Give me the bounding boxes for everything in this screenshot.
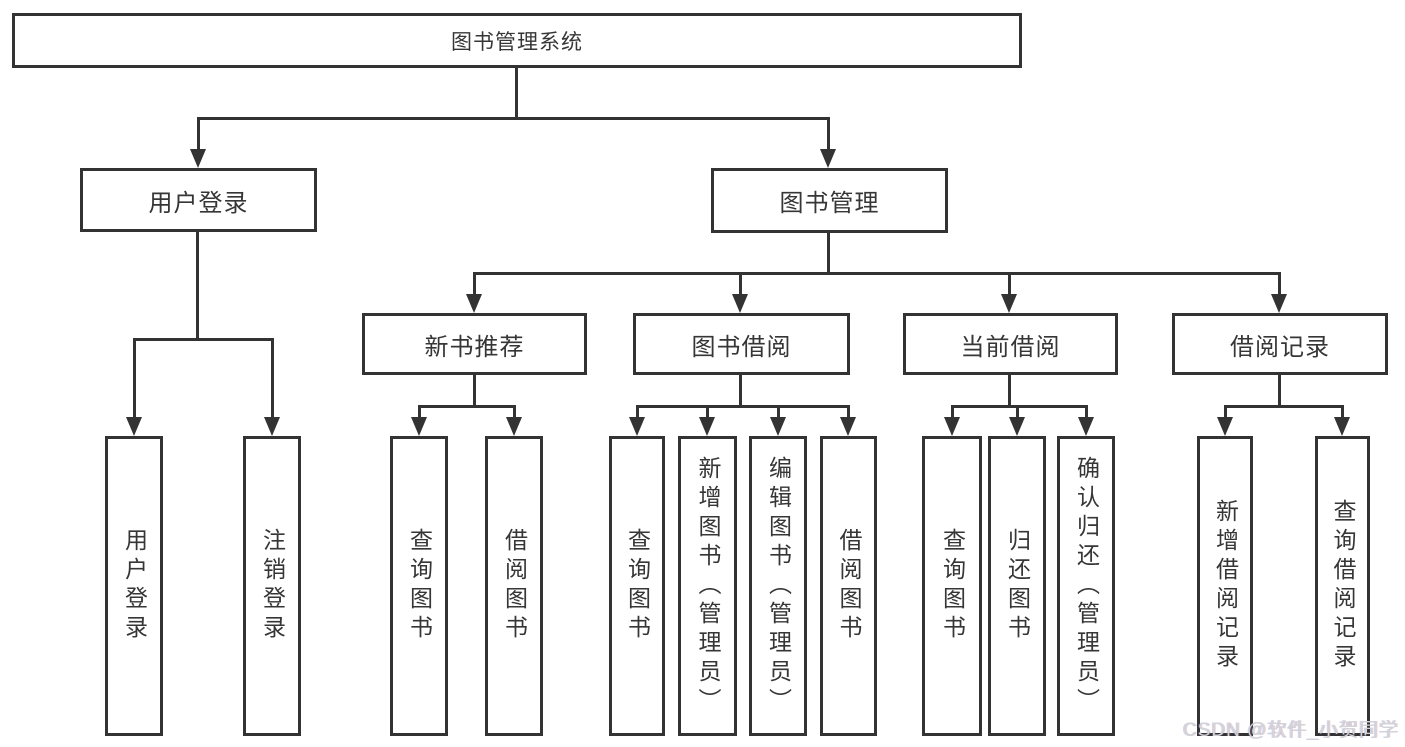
arrow-shaft bbox=[636, 405, 639, 419]
node-current-borrow: 当前借阅 bbox=[903, 313, 1118, 375]
arrow-shaft bbox=[1085, 405, 1088, 419]
leaf-borrow-book-recommend: 借阅图书 bbox=[485, 436, 543, 736]
arrow-down-icon bbox=[1009, 417, 1025, 436]
arrow-shaft bbox=[513, 405, 516, 419]
arrow-shaft bbox=[271, 338, 274, 419]
arrow-shaft bbox=[739, 272, 742, 296]
node-label: 当前借阅 bbox=[960, 333, 1061, 361]
leaf-borrow-book: 借阅图书 bbox=[820, 436, 877, 736]
leaf-return-book: 归还图书 bbox=[988, 436, 1046, 736]
arrow-shaft bbox=[1278, 272, 1281, 296]
edge-vline bbox=[1008, 375, 1011, 406]
leaf-user-login: 用户登录 bbox=[105, 436, 163, 736]
edge-hline bbox=[197, 117, 829, 120]
arrow-down-icon bbox=[820, 149, 836, 168]
arrow-down-icon bbox=[1334, 417, 1350, 436]
arrow-down-icon bbox=[732, 294, 748, 313]
edge-vline bbox=[196, 232, 199, 339]
arrow-down-icon bbox=[190, 149, 206, 168]
arrow-shaft bbox=[1008, 272, 1011, 296]
arrow-down-icon bbox=[944, 417, 960, 436]
node-new-book-recommend: 新书推荐 bbox=[362, 313, 587, 375]
leaf-query-book-borrow: 查询图书 bbox=[609, 436, 665, 736]
leaf-query-book-recommend: 查询图书 bbox=[390, 436, 448, 736]
leaf-query-borrow-record: 查询借阅记录 bbox=[1315, 436, 1370, 736]
node-label: 查询图书 bbox=[624, 528, 651, 644]
node-label: 查询图书 bbox=[406, 528, 433, 644]
node-label: 查询图书 bbox=[939, 528, 966, 644]
node-label: 借阅记录 bbox=[1230, 333, 1330, 361]
edge-vline bbox=[739, 375, 742, 406]
node-root: 图书管理系统 bbox=[12, 13, 1022, 68]
node-label: 确认归还（管理员） bbox=[1073, 455, 1100, 717]
leaf-add-borrow-record: 新增借阅记录 bbox=[1197, 436, 1253, 736]
arrow-down-icon bbox=[264, 417, 280, 436]
node-label: 用户登录 bbox=[121, 528, 148, 644]
node-borrow-records: 借阅记录 bbox=[1172, 313, 1388, 375]
edge-vline bbox=[1278, 375, 1281, 406]
node-label: 图书借阅 bbox=[691, 333, 792, 361]
node-user-login: 用户登录 bbox=[80, 168, 317, 232]
arrow-shaft bbox=[706, 405, 709, 419]
edge-hline bbox=[1224, 405, 1343, 408]
arrow-shaft bbox=[847, 405, 850, 419]
node-label: 新书推荐 bbox=[424, 333, 525, 361]
edge-hline bbox=[133, 338, 273, 341]
arrow-shaft bbox=[1224, 405, 1227, 419]
arrow-shaft bbox=[473, 272, 476, 296]
arrow-shaft bbox=[951, 405, 954, 419]
edge-vline bbox=[827, 233, 830, 273]
node-label: 注销登录 bbox=[259, 528, 286, 644]
arrow-down-icon bbox=[126, 417, 142, 436]
node-book-borrow: 图书借阅 bbox=[633, 313, 850, 375]
node-label: 借阅图书 bbox=[836, 528, 862, 644]
edge-hline bbox=[474, 272, 1280, 275]
edge-vline bbox=[515, 68, 518, 118]
arrow-down-icon bbox=[1271, 294, 1287, 313]
arrow-down-icon bbox=[506, 417, 522, 436]
edge-hline bbox=[418, 405, 514, 408]
arrow-shaft bbox=[418, 405, 421, 419]
leaf-add-book-admin: 新增图书（管理员） bbox=[678, 436, 737, 736]
leaf-confirm-return-admin: 确认归还（管理员） bbox=[1057, 436, 1115, 736]
arrow-shaft bbox=[1341, 405, 1344, 419]
arrow-down-icon bbox=[629, 417, 645, 436]
arrow-down-icon bbox=[1078, 417, 1094, 436]
csdn-watermark: CSDN @软件_小贺同学 bbox=[1183, 720, 1399, 741]
edge-hline bbox=[636, 405, 848, 408]
arrow-down-icon bbox=[699, 417, 715, 436]
arrow-down-icon bbox=[466, 294, 482, 313]
node-label: 新增图书（管理员） bbox=[695, 455, 721, 717]
leaf-query-book-current: 查询图书 bbox=[922, 436, 982, 736]
edge-vline bbox=[473, 375, 476, 406]
node-label: 图书管理系统 bbox=[451, 30, 583, 54]
arrow-down-icon bbox=[411, 417, 427, 436]
leaf-logout: 注销登录 bbox=[243, 436, 301, 736]
node-label: 归还图书 bbox=[1004, 528, 1031, 644]
arrow-down-icon bbox=[840, 417, 856, 436]
node-label: 用户登录 bbox=[148, 189, 249, 217]
arrow-shaft bbox=[133, 338, 136, 419]
arrow-shaft bbox=[777, 405, 780, 419]
node-label: 编辑图书（管理员） bbox=[765, 455, 792, 717]
arrow-shaft bbox=[197, 117, 200, 151]
arrow-down-icon bbox=[1217, 417, 1233, 436]
arrow-down-icon bbox=[770, 417, 786, 436]
leaf-edit-book-admin: 编辑图书（管理员） bbox=[749, 436, 807, 736]
arrow-down-icon bbox=[1001, 294, 1017, 313]
arrow-shaft bbox=[1016, 405, 1019, 419]
node-label: 查询借阅记录 bbox=[1330, 499, 1356, 673]
node-label: 图书管理 bbox=[779, 190, 880, 217]
node-label: 借阅图书 bbox=[501, 528, 528, 644]
arrow-shaft bbox=[827, 117, 830, 151]
node-book-management: 图书管理 bbox=[711, 168, 948, 233]
node-label: 新增借阅记录 bbox=[1212, 499, 1239, 673]
